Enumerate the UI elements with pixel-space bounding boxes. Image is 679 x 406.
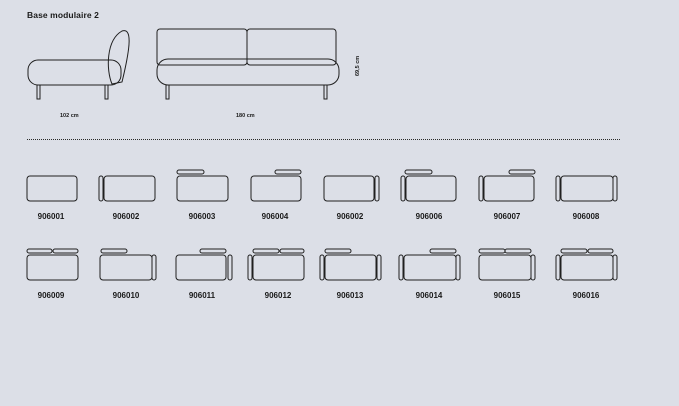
- module-armrest: [555, 254, 561, 281]
- module-code: 906007: [493, 212, 521, 221]
- module-armrest: [478, 175, 484, 202]
- page-title: Base modulaire 2: [27, 10, 99, 20]
- module-armrest: [612, 254, 618, 281]
- module-seat: [250, 175, 302, 202]
- module-backrest: [100, 248, 128, 254]
- module-code: 906010: [112, 291, 140, 300]
- module-backrest: [52, 248, 79, 254]
- module-code: 906008: [572, 212, 600, 221]
- module-seat: [252, 254, 305, 281]
- module-code: 906002: [112, 212, 140, 221]
- module-armrest: [227, 254, 233, 281]
- module-armrest: [398, 254, 404, 281]
- module-seat: [560, 254, 614, 281]
- module-backrest: [26, 248, 53, 254]
- module-armrest: [376, 254, 382, 281]
- module-armrest: [455, 254, 461, 281]
- module-seat: [324, 254, 377, 281]
- module-armrest: [247, 254, 253, 281]
- module-backrest: [404, 169, 433, 175]
- module-backrest: [324, 248, 352, 254]
- module-armrest: [400, 175, 406, 202]
- module-seat: [560, 175, 614, 202]
- module-code: 906011: [188, 291, 216, 300]
- width-dimension: 180 cm: [236, 113, 255, 119]
- module-code: 906003: [188, 212, 216, 221]
- module-seat: [103, 175, 156, 202]
- module-backrest: [560, 248, 588, 254]
- module-code: 906012: [264, 291, 292, 300]
- module-seat: [26, 175, 78, 202]
- module-code: 906002: [336, 212, 364, 221]
- module-code: 906001: [37, 212, 65, 221]
- module-seat: [478, 254, 532, 281]
- module-seat: [176, 175, 229, 202]
- dotted-divider: [27, 139, 620, 140]
- module-backrest: [199, 248, 227, 254]
- module-seat: [403, 254, 457, 281]
- module-seat: [175, 254, 227, 281]
- module-code: 906016: [572, 291, 600, 300]
- module-seat: [99, 254, 153, 281]
- module-armrest: [555, 175, 561, 202]
- module-backrest: [504, 248, 532, 254]
- module-backrest: [508, 169, 536, 175]
- module-seat: [323, 175, 375, 202]
- module-backrest: [478, 248, 506, 254]
- module-backrest: [279, 248, 305, 254]
- module-armrest: [151, 254, 157, 281]
- module-code: 906009: [37, 291, 65, 300]
- module-armrest: [612, 175, 618, 202]
- module-code: 906014: [415, 291, 443, 300]
- module-backrest: [274, 169, 302, 175]
- module-seat: [405, 175, 457, 202]
- module-code: 906004: [261, 212, 289, 221]
- module-armrest: [319, 254, 325, 281]
- module-armrest: [98, 175, 104, 202]
- module-code: 906013: [336, 291, 364, 300]
- module-code: 906006: [415, 212, 443, 221]
- module-code: 906015: [493, 291, 521, 300]
- module-armrest: [530, 254, 536, 281]
- module-backrest: [252, 248, 280, 254]
- module-backrest: [587, 248, 614, 254]
- module-backrest: [176, 169, 205, 175]
- module-armrest: [374, 175, 380, 202]
- module-backrest: [429, 248, 457, 254]
- module-seat: [483, 175, 535, 202]
- depth-dimension: 102 cm: [60, 113, 79, 119]
- module-seat: [26, 254, 79, 281]
